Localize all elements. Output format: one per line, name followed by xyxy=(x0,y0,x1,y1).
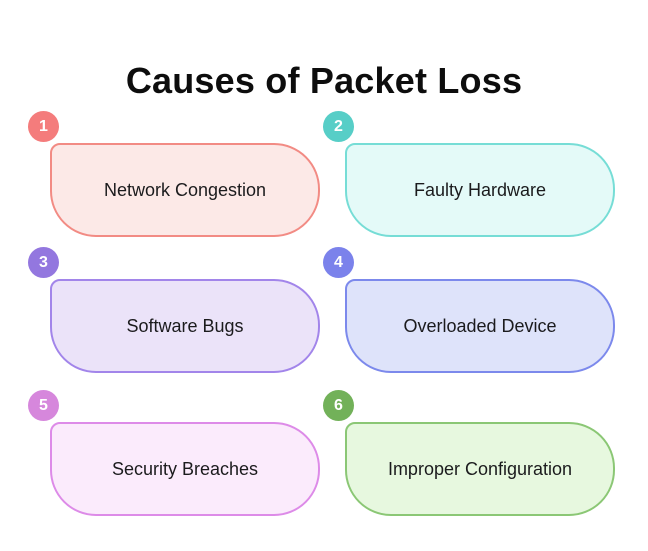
card-label: Faulty Hardware xyxy=(413,179,547,200)
card-body: Software Bugs xyxy=(50,279,320,373)
card-number-badge: 6 xyxy=(323,390,354,421)
card-label: Security Breaches xyxy=(111,458,259,479)
cause-card-3: 3 Software Bugs xyxy=(28,247,320,373)
card-number-badge: 1 xyxy=(28,111,59,142)
card-number-badge: 5 xyxy=(28,390,59,421)
card-body: Overloaded Device xyxy=(345,279,615,373)
cause-card-5: 5 Security Breaches xyxy=(28,390,320,516)
card-number-badge: 2 xyxy=(323,111,354,142)
page-title: Causes of Packet Loss xyxy=(125,60,523,102)
card-body: Security Breaches xyxy=(50,422,320,516)
card-label: Network Congestion xyxy=(103,179,267,200)
cause-card-4: 4 Overloaded Device xyxy=(323,247,615,373)
card-number-badge: 4 xyxy=(323,247,354,278)
cause-card-2: 2 Faulty Hardware xyxy=(323,111,615,237)
card-label: Improper Configuration xyxy=(387,458,573,479)
cause-card-6: 6 Improper Configuration xyxy=(323,390,615,516)
card-body: Faulty Hardware xyxy=(345,143,615,237)
card-body: Improper Configuration xyxy=(345,422,615,516)
cause-card-1: 1 Network Congestion xyxy=(28,111,320,237)
card-label: Software Bugs xyxy=(126,315,244,336)
card-number-badge: 3 xyxy=(28,247,59,278)
card-label: Overloaded Device xyxy=(403,315,557,336)
card-body: Network Congestion xyxy=(50,143,320,237)
